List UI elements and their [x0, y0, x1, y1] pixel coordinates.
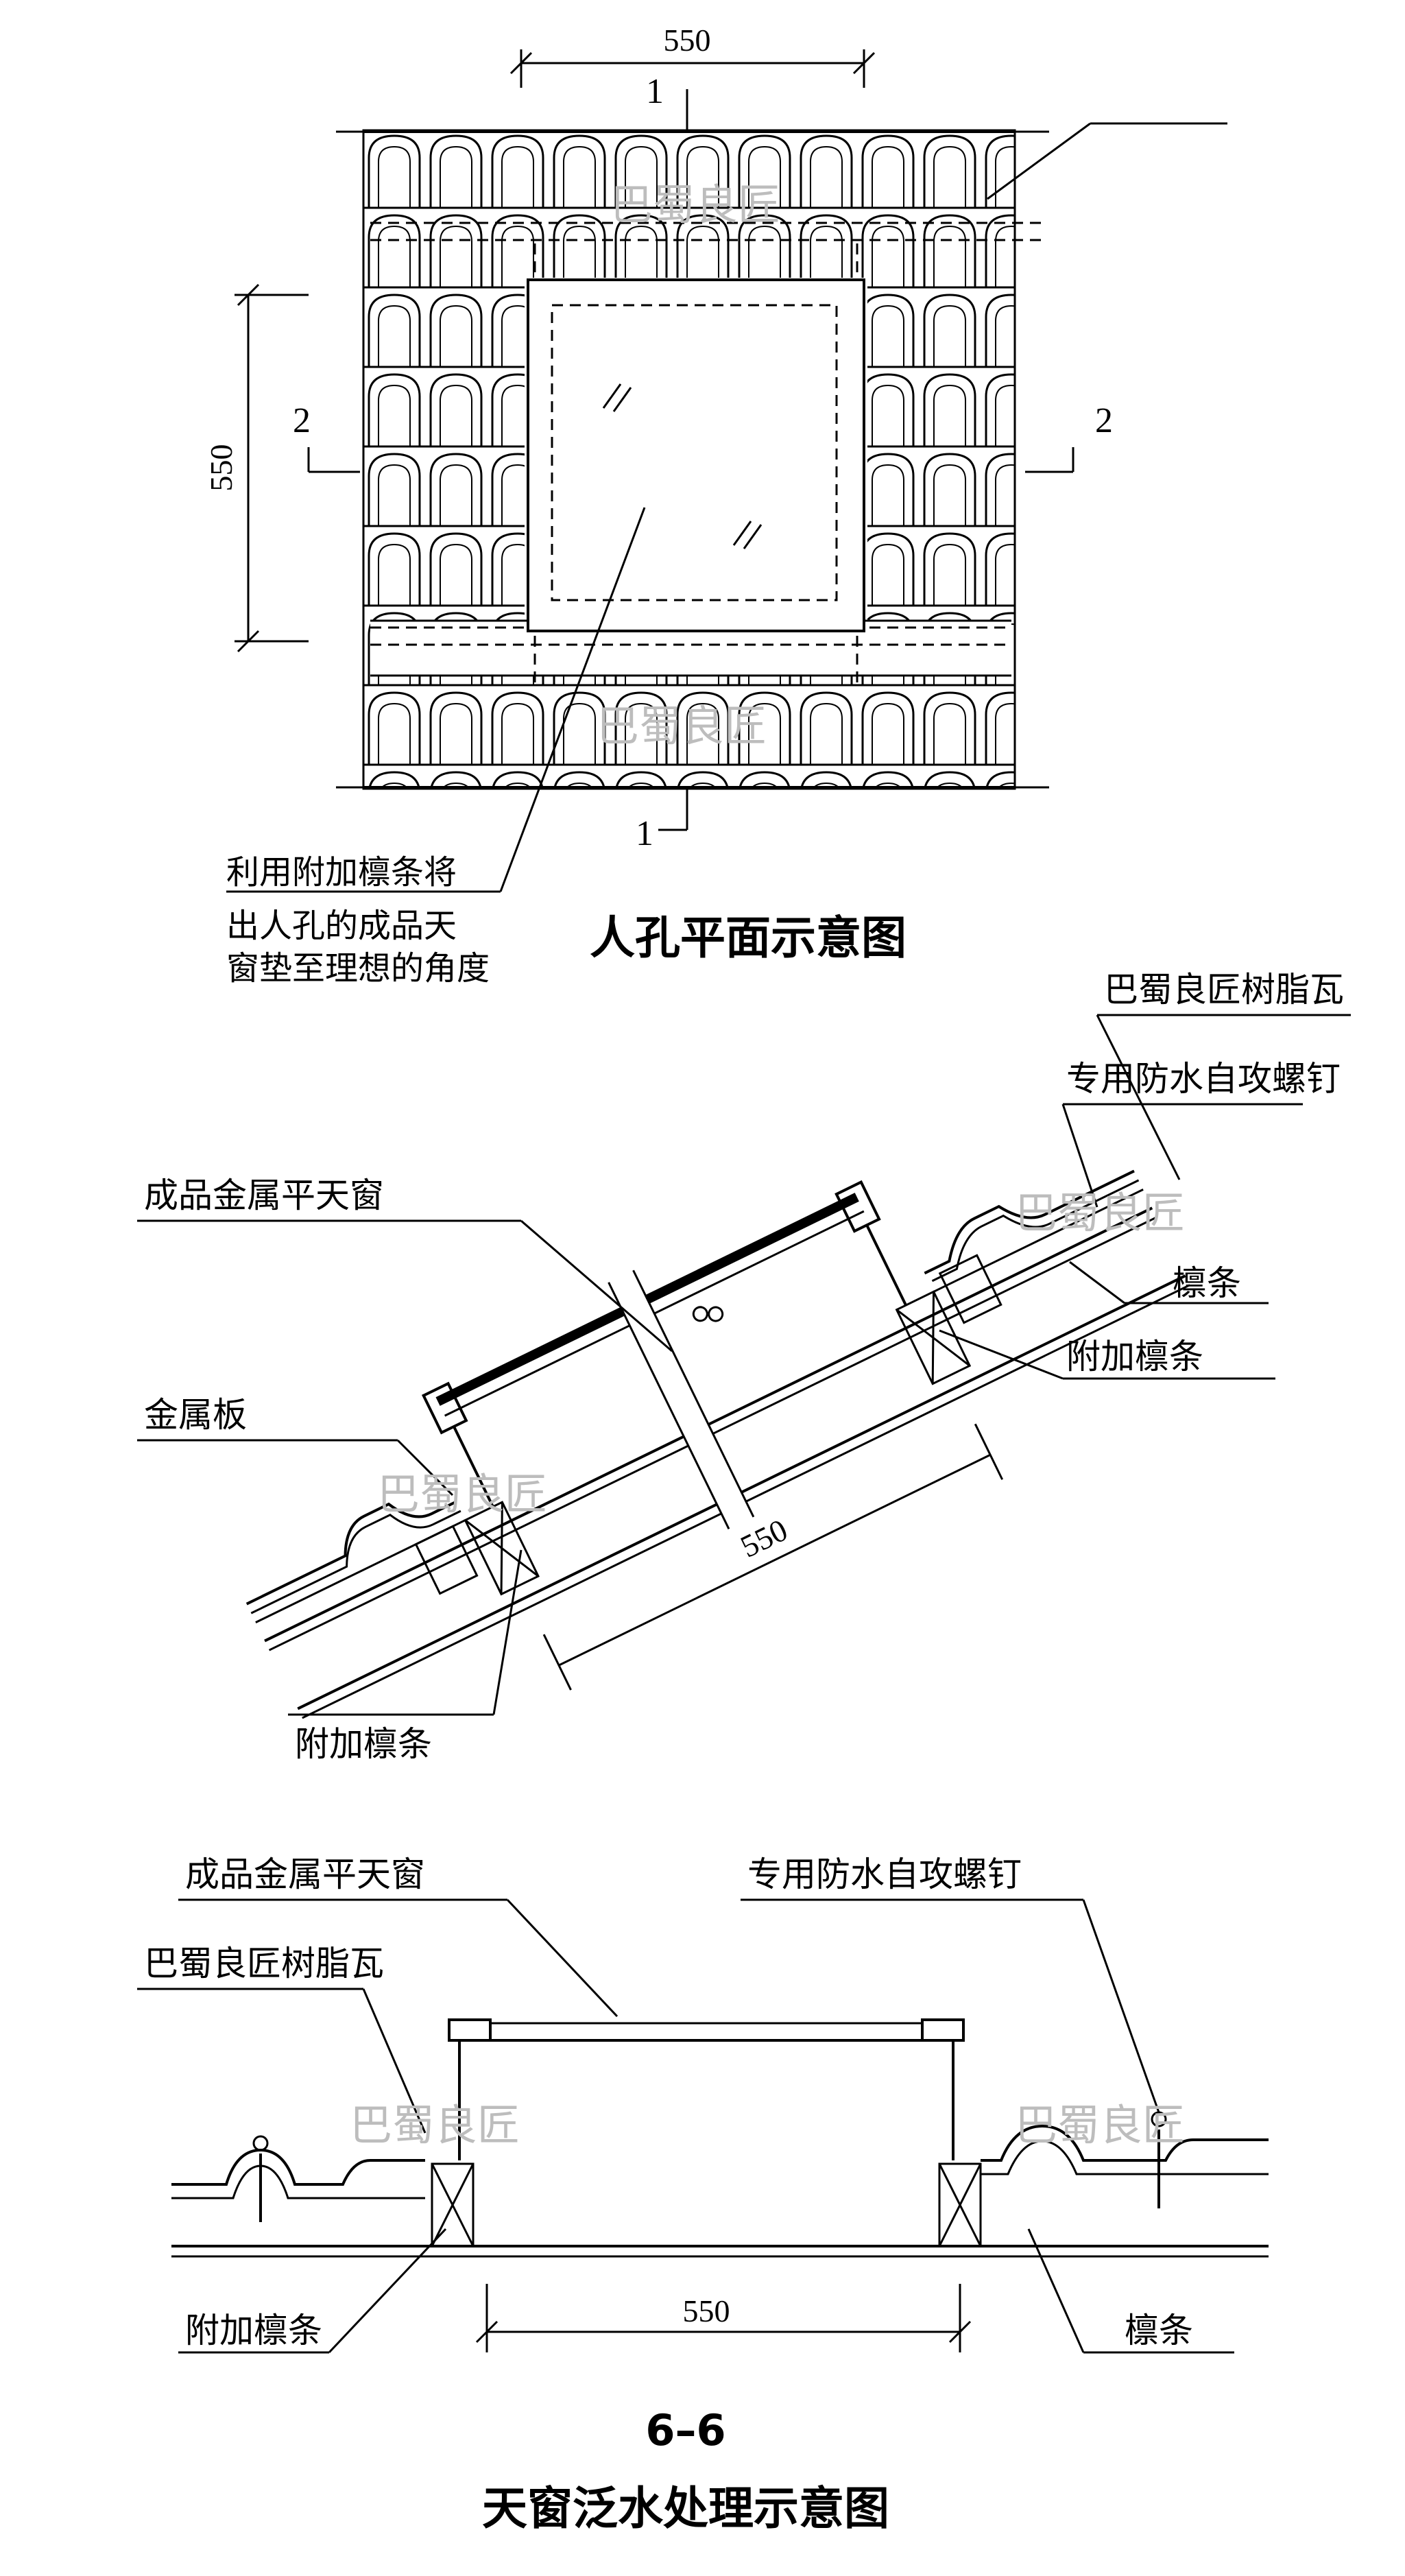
watermark: 巴蜀良匠 [1015, 2100, 1185, 2150]
section-view: 550 巴蜀良匠树脂瓦 专用防水自攻螺钉 成品金属平天窗 檩条 附加檩条 金属板… [137, 970, 1351, 1764]
detail-label-screw: 专用防水自攻螺钉 [747, 1855, 1022, 1894]
detail-view: 550 成品金属平天窗 专用防水自攻螺钉 巴蜀良匠树脂瓦 附加檩条 檩条 6–6… [137, 1855, 1269, 2535]
watermark: 巴蜀良匠 [1015, 1188, 1185, 1238]
plan-dim-top-text: 550 [664, 23, 711, 58]
plan-section-1-top: 1 [646, 72, 664, 111]
section-label-skylight: 成品金属平天窗 [144, 1176, 384, 1215]
detail-label-resin-tile: 巴蜀良匠树脂瓦 [144, 1944, 384, 1983]
plan-skylight [527, 278, 865, 632]
plan-section-1-bottom: 1 [636, 814, 653, 853]
detail-label-skylight: 成品金属平天窗 [185, 1855, 425, 1894]
plan-note-line3: 窗垫至理想的角度 [226, 949, 490, 988]
plan-dim-left-text: 550 [204, 444, 239, 492]
section-label-screw: 专用防水自攻螺钉 [1066, 1059, 1341, 1099]
plan-title: 人孔平面示意图 [590, 911, 906, 964]
plan-note-line2: 出人孔的成品天 [226, 907, 457, 945]
section-label-extra-purlin: 附加檩条 [1066, 1337, 1203, 1376]
plan-dimension-top: 550 [509, 23, 876, 88]
detail-title: 天窗泛水处理示意图 [482, 2482, 889, 2535]
plan-section-2-right: 2 [1095, 401, 1113, 440]
watermark: 巴蜀良匠 [350, 2100, 520, 2150]
plan-dimension-left: 550 [204, 283, 309, 653]
detail-dim-text: 550 [683, 2293, 730, 2328]
watermark: 巴蜀良匠 [610, 180, 780, 230]
section-label-metal-plate: 金属板 [144, 1395, 247, 1435]
watermarks: 巴蜀良匠 巴蜀良匠 巴蜀良匠 巴蜀良匠 巴蜀良匠 巴蜀良匠 [350, 180, 1185, 2150]
plan-note-leader [499, 507, 646, 892]
plan-view: 550 550 [204, 23, 1227, 988]
watermark: 巴蜀良匠 [597, 701, 767, 751]
section-label-resin-tile: 巴蜀良匠树脂瓦 [1104, 970, 1344, 1010]
section-label-extra-purlin-bottom: 附加檩条 [295, 1724, 432, 1764]
detail-section-number: 6–6 [645, 2405, 725, 2455]
section-label-purlin: 檩条 [1173, 1263, 1241, 1303]
plan-section-2-left: 2 [293, 401, 311, 440]
plan-note-line1: 利用附加檩条将 [226, 853, 457, 892]
plan-section-marks: 1 1 2 2 [293, 72, 1113, 853]
plan-leader-right [987, 122, 1091, 200]
detail-label-purlin: 檩条 [1125, 2311, 1193, 2350]
detail-label-extra-purlin: 附加檩条 [185, 2311, 322, 2350]
watermark: 巴蜀良匠 [377, 1469, 547, 1519]
